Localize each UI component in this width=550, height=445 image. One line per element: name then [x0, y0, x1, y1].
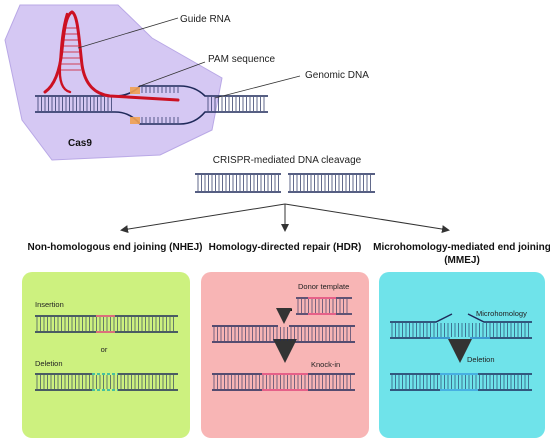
mmej-heading-line1: Microhomology-mediated end joining	[373, 242, 550, 253]
hdr-curved-arrow	[276, 308, 292, 324]
hdr-cut-dna	[212, 325, 355, 343]
nhej-insertion-dna	[35, 315, 178, 333]
cleaved-dna-ticks	[197, 175, 371, 191]
pam-label: PAM sequence	[208, 54, 276, 65]
cleaved-dna	[195, 173, 375, 193]
donor-template-dna	[296, 297, 352, 315]
mmej-result-dna	[390, 373, 532, 391]
guide-rna-label: Guide RNA	[180, 14, 231, 25]
guide-rna-rungs	[60, 27, 81, 71]
branch-arrows	[120, 203, 450, 234]
pam-sequence-top	[130, 87, 140, 94]
guide-rna-leader	[77, 17, 179, 49]
pam-sequence-bottom	[130, 117, 140, 124]
repair-dna-ticks	[36, 299, 529, 389]
mmej-cut-dna	[390, 313, 532, 339]
hdr-knockin-dna	[212, 373, 355, 391]
mmej-box	[379, 272, 545, 438]
pam-leader	[139, 61, 206, 87]
deletion-label: Deletion	[35, 359, 63, 368]
guide-rna	[43, 10, 180, 102]
genomic-dna-label: Genomic DNA	[305, 70, 369, 81]
hdr-heading: Homology-directed repair (HDR)	[209, 242, 362, 253]
insertion-label: Insertion	[35, 300, 64, 309]
nhej-heading: Non-homologous end joining (NHEJ)	[28, 242, 203, 253]
mmej-deletion-label: Deletion	[467, 355, 495, 364]
cleavage-label: CRISPR-mediated DNA cleavage	[213, 155, 362, 166]
nhej-deletion-dna	[35, 373, 178, 391]
microhomology-label: Microhomology	[476, 309, 527, 318]
cas9-protein	[4, 4, 223, 161]
mmej-heading-line2: (MMEJ)	[444, 255, 480, 266]
genomic-dna-ticks	[37, 87, 265, 123]
donor-template-label: Donor template	[298, 282, 349, 291]
or-label: or	[101, 345, 108, 354]
genomic-dna-leader	[214, 75, 301, 99]
cas9-label: Cas9	[68, 138, 92, 149]
knock-in-label: Knock-in	[311, 360, 340, 369]
nhej-box	[22, 272, 190, 438]
